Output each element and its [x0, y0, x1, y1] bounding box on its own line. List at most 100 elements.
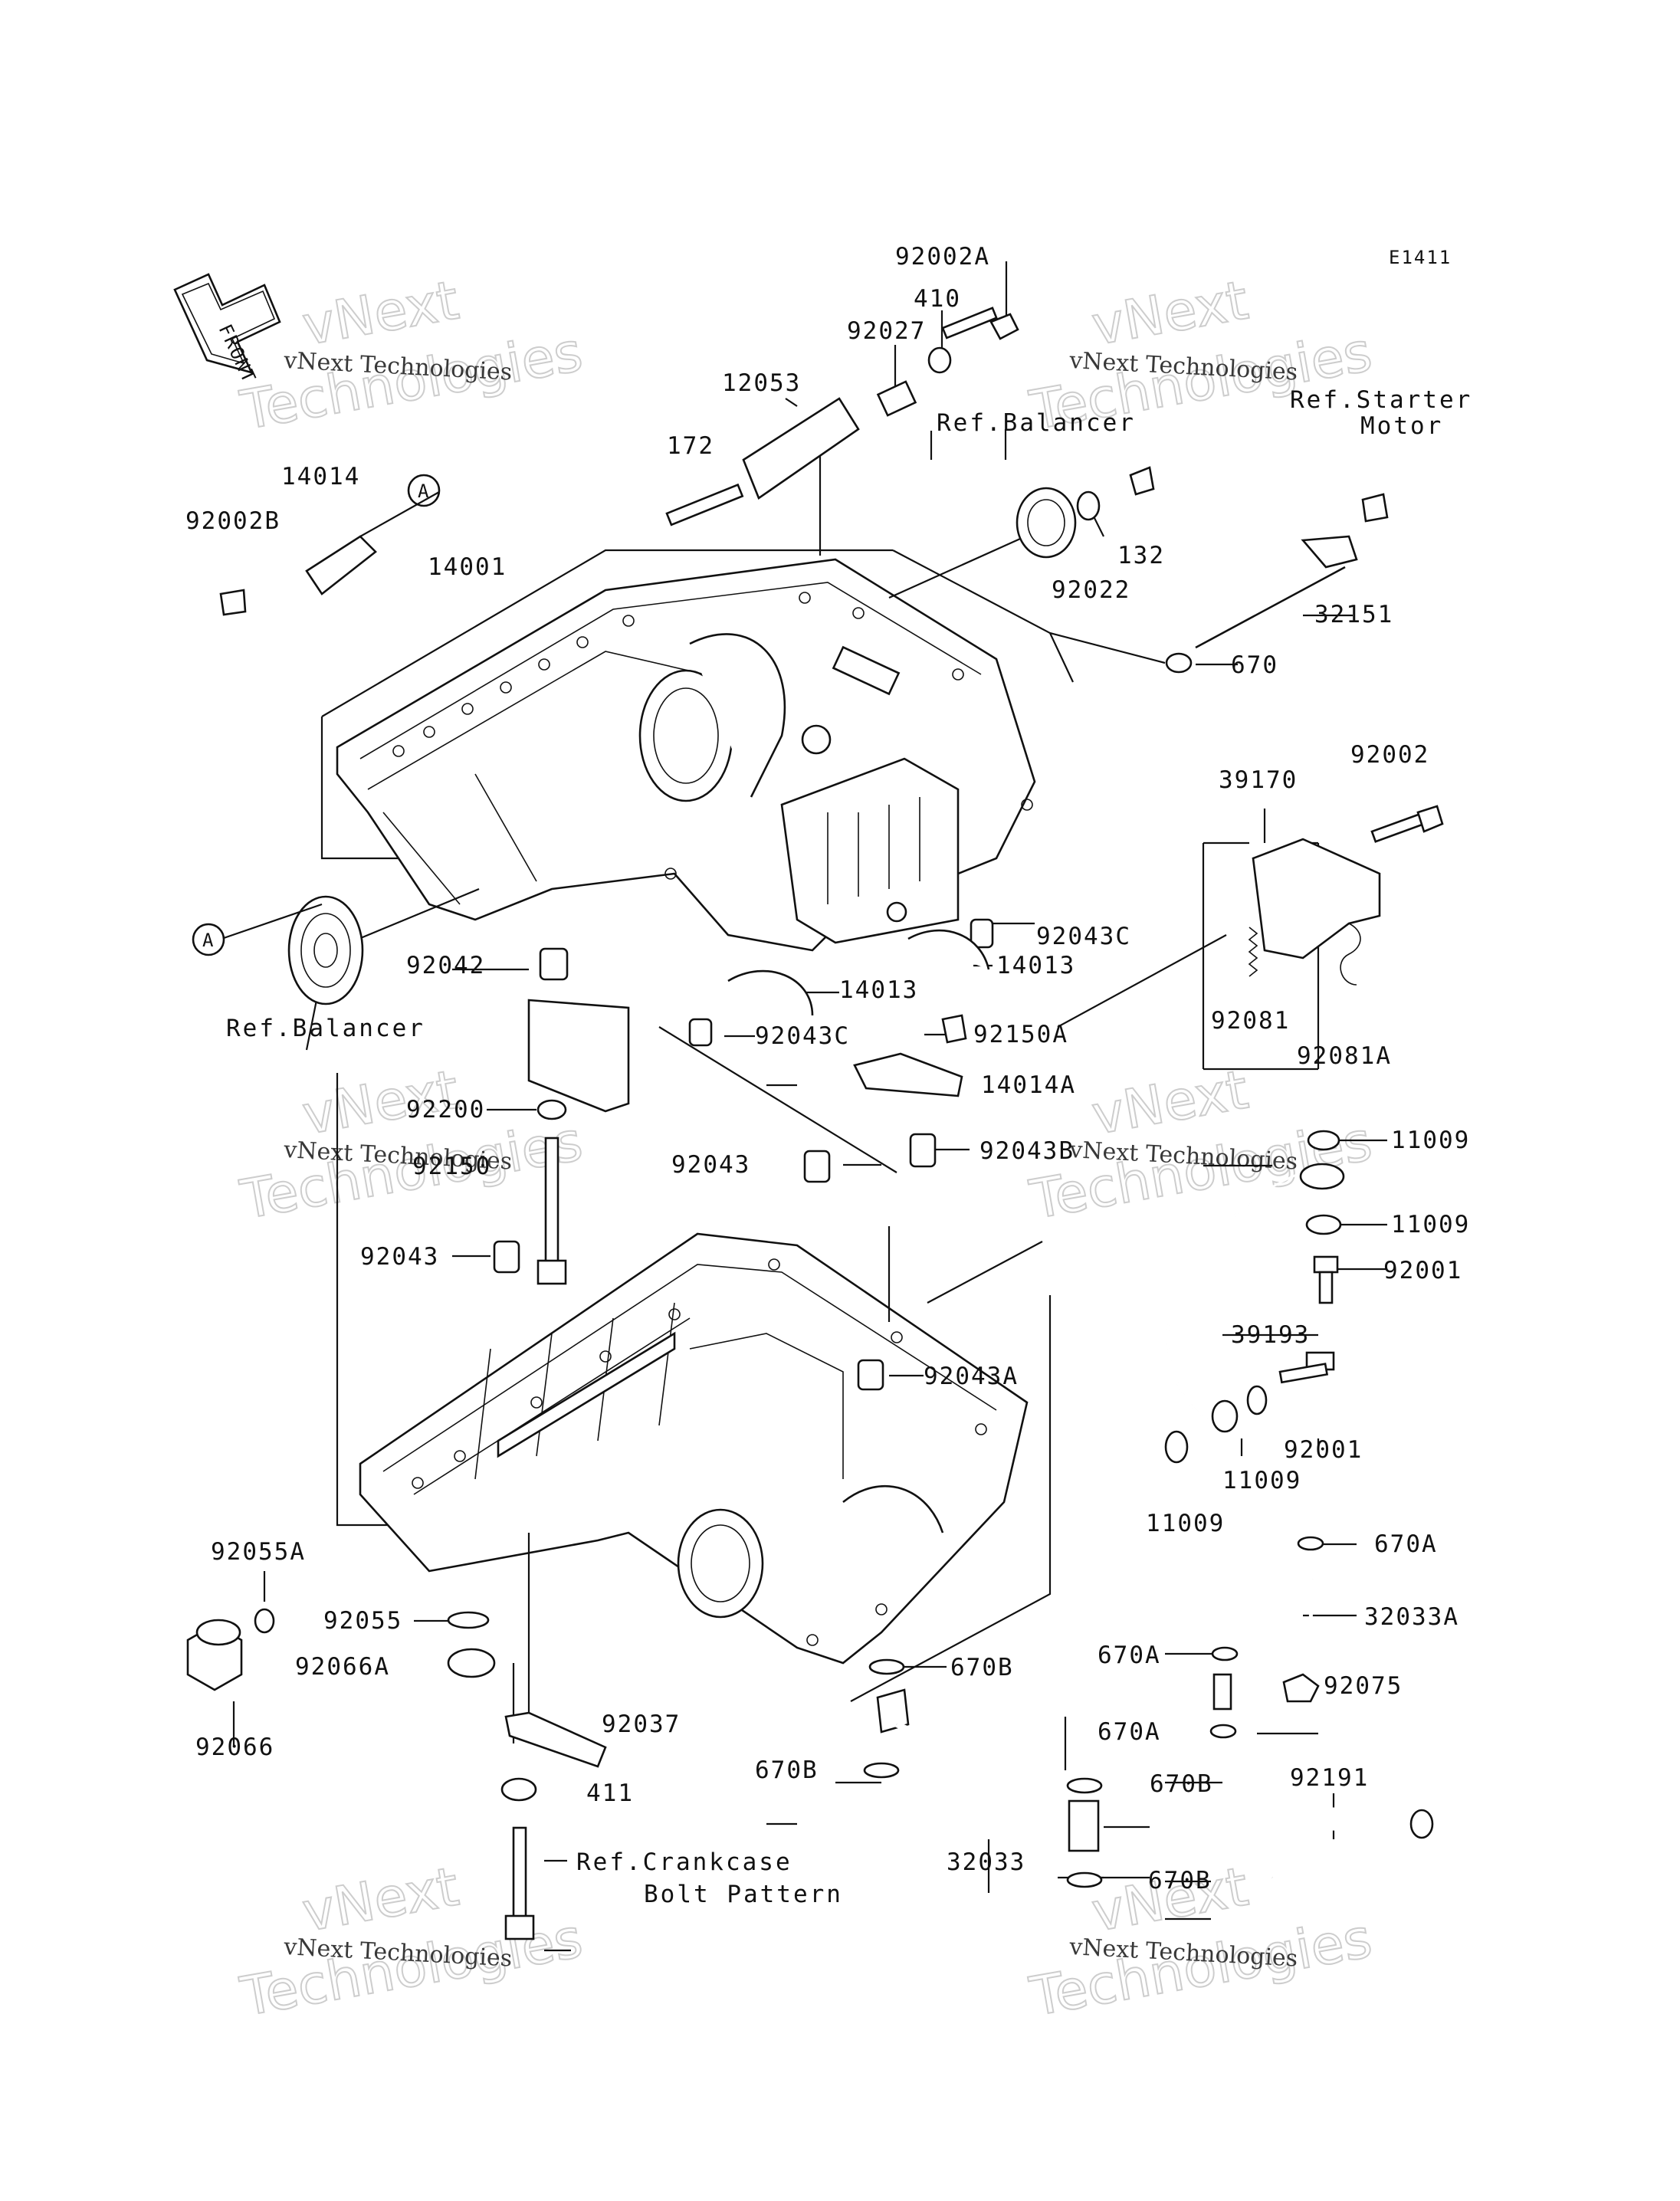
label-92150A: 92150A: [973, 1021, 1068, 1048]
chain-guide-12053: [742, 397, 860, 500]
dowel-92043-b: [493, 1240, 520, 1274]
spring-92081A: [1340, 923, 1361, 986]
dowel-92043C-right: [970, 918, 994, 949]
label-14013-left: 14013: [839, 976, 918, 1004]
washer-410: [927, 346, 952, 374]
ref-balancer-left: Ref.Balancer: [226, 1015, 425, 1042]
rod-32151: [1195, 493, 1389, 649]
label-39170: 39170: [1219, 766, 1298, 794]
washer-11009-3: [1246, 1385, 1268, 1415]
label-92043C-right: 92043C: [1036, 923, 1131, 950]
label-92081A: 92081A: [1297, 1042, 1392, 1070]
part-labels: 92002A 410 92027 12053 172 14014 92002B …: [185, 243, 1472, 1908]
label-14001: 14001: [428, 553, 507, 581]
bolt-92001-1: [1313, 1255, 1339, 1304]
label-32033A: 32033A: [1364, 1603, 1459, 1631]
label-670A-1: 670A: [1374, 1530, 1438, 1558]
svg-text:A: A: [418, 481, 430, 502]
marker-A-left: A: [192, 923, 225, 956]
bolt-132: [1129, 466, 1155, 496]
watermark-top-left: vNext Technologies vNext Technologies: [235, 267, 588, 442]
bearing-14013-left: [727, 969, 814, 1016]
oring-670A-1: [1297, 1536, 1324, 1551]
dowel-92043C-left: [688, 1018, 713, 1047]
dowel-92042: [539, 947, 569, 981]
ref-starter-1: Ref.Starter: [1290, 386, 1472, 414]
svg-text:A: A: [202, 930, 215, 951]
label-92043-b: 92043: [360, 1243, 439, 1271]
washer-411: [500, 1777, 537, 1802]
washer-11009-4: [1164, 1430, 1189, 1464]
label-92037: 92037: [602, 1711, 681, 1738]
label-92191: 92191: [1290, 1764, 1369, 1792]
clamp-92075: [1282, 1673, 1320, 1703]
marker-A-top: A: [407, 474, 441, 507]
lower-crankcase: [336, 1073, 1052, 1702]
label-92075: 92075: [1324, 1672, 1403, 1700]
upper-crankcase: [320, 549, 1074, 952]
pipe-39193: [1166, 1163, 1345, 1433]
oring-92055: [447, 1611, 490, 1629]
bolt-crankcase: [504, 1826, 535, 1940]
bolt-92002B: [219, 589, 247, 616]
collar-92027: [876, 380, 917, 417]
label-92001-2: 92001: [1284, 1436, 1363, 1464]
label-92002: 92002: [1350, 741, 1429, 769]
label-92055A: 92055A: [211, 1538, 306, 1566]
label-92043B: 92043B: [979, 1137, 1075, 1165]
bearing-14013-right: [907, 929, 990, 970]
label-92200: 92200: [406, 1096, 485, 1123]
label-39193: 39193: [1231, 1321, 1310, 1349]
bolt-92150: [536, 1137, 567, 1285]
label-14014A: 14014A: [981, 1071, 1076, 1099]
label-92066: 92066: [195, 1734, 274, 1761]
oring-670B-3: [1066, 1777, 1103, 1794]
label-670A-3: 670A: [1098, 1718, 1161, 1746]
plate-14014: [305, 535, 377, 595]
label-92001-1: 92001: [1383, 1257, 1462, 1284]
ref-balancer-top: Ref.Balancer: [937, 409, 1136, 437]
label-92081: 92081: [1211, 1007, 1290, 1035]
plug-92066A: [447, 1648, 496, 1678]
tensioner-39170: [1252, 838, 1381, 959]
label-670A-2: 670A: [1098, 1642, 1161, 1669]
label-172: 172: [667, 432, 714, 460]
dowel-92043A: [857, 1359, 884, 1391]
label-92055: 92055: [323, 1607, 402, 1635]
label-92042: 92042: [406, 952, 485, 979]
label-132: 132: [1117, 542, 1165, 569]
label-32151: 32151: [1314, 601, 1393, 628]
oring-92055A: [254, 1608, 275, 1634]
label-14013-right: 14013: [996, 952, 1075, 979]
label-11009-1: 11009: [1391, 1127, 1470, 1154]
label-32033: 32033: [947, 1848, 1025, 1876]
label-92043A: 92043A: [924, 1363, 1019, 1390]
label-670B-4: 670B: [1148, 1867, 1212, 1894]
oring-670A-2: [1211, 1646, 1239, 1661]
plug-92066: [186, 1619, 243, 1691]
label-11009-3: 11009: [1222, 1467, 1301, 1494]
lower-bolt-holes: [412, 1258, 987, 1646]
oring-670A-3: [1209, 1724, 1237, 1739]
label-92043-a: 92043: [671, 1151, 750, 1179]
label-670B-2: 670B: [755, 1757, 819, 1784]
ref-crankcase-2: Bolt Pattern: [644, 1881, 843, 1908]
label-670B-1: 670B: [950, 1654, 1014, 1681]
oring-670: [1165, 652, 1193, 674]
dowel-92043-a: [803, 1150, 831, 1183]
label-92027: 92027: [847, 317, 926, 345]
pipe-32033A: [1212, 1578, 1314, 1711]
washer-11009-2: [1305, 1214, 1342, 1235]
hose-92191: [1242, 1804, 1434, 1888]
washer-11009-1: [1307, 1130, 1340, 1151]
small-parts: [186, 307, 1444, 1940]
watermark-bottom-left: vNext Technologies vNext Technologies: [235, 1854, 588, 2029]
label-14014: 14014: [281, 463, 360, 490]
label-411: 411: [586, 1779, 634, 1807]
bolt-92001-2: [1278, 1351, 1335, 1384]
block: [527, 999, 630, 1113]
washer-92200: [536, 1099, 567, 1120]
label-12053: 12053: [722, 369, 801, 397]
